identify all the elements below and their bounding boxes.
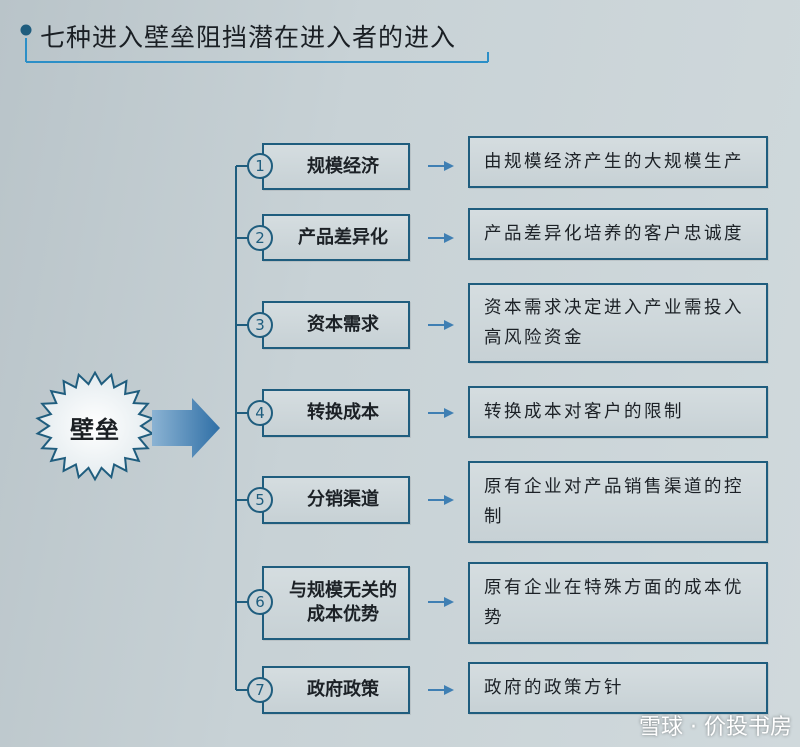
barrier-box-6: 与规模无关的成本优势 (262, 566, 410, 640)
description-text-1: 由规模经济产生的大规模生产 (484, 152, 744, 172)
barrier-box-4: 转换成本 (262, 389, 410, 437)
title-bullet-icon (20, 24, 32, 36)
barrier-label-3: 资本需求 (307, 314, 379, 335)
description-text-4: 转换成本对客户的限制 (484, 402, 684, 422)
title-bracket (20, 24, 489, 63)
barrier-label-1: 规模经济 (307, 155, 379, 177)
row-arrow-icon-1 (428, 161, 454, 171)
barrier-label-6: 与规模无关的成本优势 (289, 580, 397, 625)
description-text-2: 产品差异化培养的客户忠诚度 (484, 224, 744, 244)
barrier-number-3: 3 (247, 312, 273, 338)
barrier-number-4: 4 (247, 400, 273, 426)
description-text-5: 原有企业对产品销售渠道的控制 (484, 477, 744, 527)
barrier-number-2: 2 (247, 225, 273, 251)
description-box-4: 转换成本对客户的限制 (468, 386, 768, 438)
description-box-2: 产品差异化培养的客户忠诚度 (468, 208, 768, 260)
row-arrow-icon-5 (428, 495, 454, 505)
description-box-6: 原有企业在特殊方面的成本优势 (468, 562, 768, 644)
barrier-box-3: 资本需求 (262, 301, 410, 349)
barrier-number-7: 7 (247, 677, 273, 703)
description-text-6: 原有企业在特殊方面的成本优势 (484, 578, 744, 628)
big-arrow-icon (152, 398, 220, 458)
description-text-3: 资本需求决定进入产业需投入高风险资金 (484, 298, 744, 348)
barrier-number-5: 5 (247, 487, 273, 513)
row-arrows (428, 161, 454, 695)
center-label: 壁垒 (70, 416, 120, 444)
starburst-icon (35, 370, 155, 482)
barrier-label-4: 转换成本 (307, 402, 379, 423)
row-arrow-icon-4 (428, 408, 454, 418)
barrier-box-7: 政府政策 (262, 666, 410, 714)
description-box-7: 政府的政策方针 (468, 662, 768, 714)
barrier-label-2: 产品差异化 (298, 226, 388, 248)
row-arrow-icon-7 (428, 685, 454, 695)
description-box-3: 资本需求决定进入产业需投入高风险资金 (468, 283, 768, 363)
row-arrow-icon-3 (428, 320, 454, 330)
barrier-box-2: 产品差异化 (262, 214, 410, 261)
page-title: 七种进入壁垒阻挡潜在进入者的进入 (40, 23, 457, 52)
barrier-box-5: 分销渠道 (262, 476, 410, 524)
watermark: 雪球 · 价投书房 (639, 715, 792, 740)
barrier-label-7: 政府政策 (307, 679, 379, 700)
description-text-7: 政府的政策方针 (484, 678, 624, 698)
description-box-1: 由规模经济产生的大规模生产 (468, 136, 768, 188)
row-arrow-icon-6 (428, 597, 454, 607)
barrier-label-5: 分销渠道 (307, 489, 379, 510)
barrier-box-1: 规模经济 (262, 143, 410, 190)
row-arrow-icon-2 (428, 233, 454, 243)
barrier-number-6: 6 (247, 589, 273, 615)
description-box-5: 原有企业对产品销售渠道的控制 (468, 461, 768, 543)
barrier-number-1: 1 (247, 153, 273, 179)
